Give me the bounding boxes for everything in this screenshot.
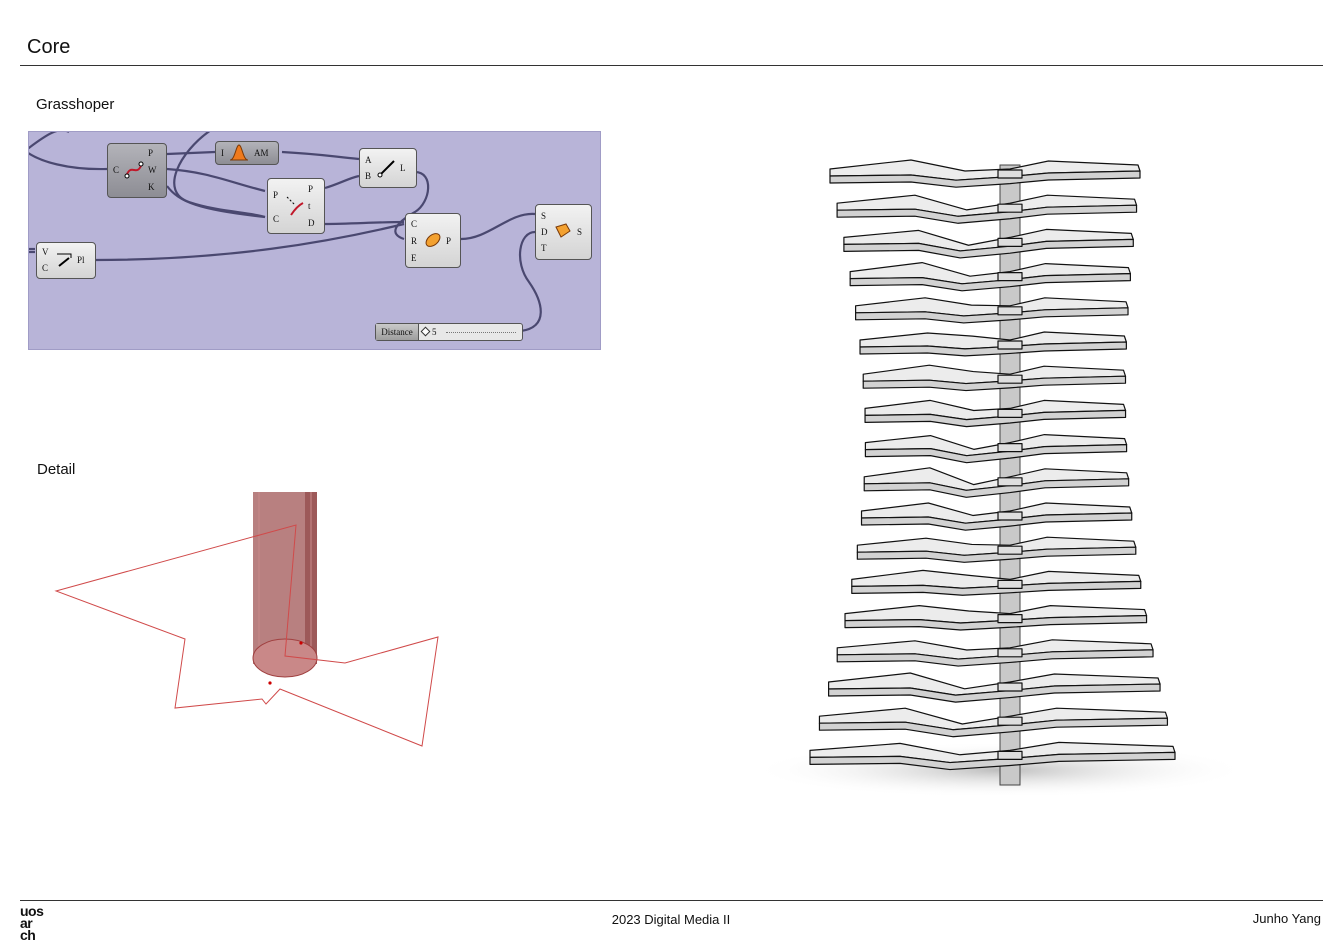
floor-slab-edge <box>860 512 1133 531</box>
detail-section-label: Detail <box>37 461 76 478</box>
node-closest-input-c: C <box>273 214 280 224</box>
distance-slider-label: Distance <box>376 324 419 340</box>
floor-slab-edge <box>836 204 1138 224</box>
core-slab-collar <box>997 682 1023 692</box>
extrude-icon <box>555 223 571 238</box>
floor-slab-edge <box>864 444 1128 464</box>
floor-slab-edge <box>849 273 1131 292</box>
detail-core-view <box>54 492 439 747</box>
node-plane-input-v: V <box>42 247 49 257</box>
slider-knob-icon[interactable] <box>420 326 431 337</box>
node-circle[interactable]: C R E P <box>405 213 461 268</box>
footer-course: 2023 Digital Media II <box>611 912 731 927</box>
node-divide-output-k: K <box>148 182 155 192</box>
footer-author: Junho Yang <box>1252 911 1321 926</box>
page-title: Core <box>27 36 71 58</box>
node-circle-output-p: P <box>446 236 452 246</box>
floor-slab-edge <box>863 478 1130 498</box>
node-scale-input-s: S <box>541 211 547 221</box>
core-slab-collar <box>997 614 1023 624</box>
node-closest-output-d: D <box>308 218 315 228</box>
logo-line-1: uos <box>20 903 44 919</box>
floor-slab-edge <box>818 717 1169 738</box>
floor-slab-edge <box>828 683 1161 703</box>
uos-arch-logo: uos ar ch <box>20 903 44 943</box>
core-slab-collar <box>997 237 1023 248</box>
node-scale-output-s: S <box>577 227 583 237</box>
node-plane[interactable]: V C Pl <box>36 242 96 279</box>
node-closest-output-p: P <box>308 184 314 194</box>
tower-render <box>750 159 1242 795</box>
core-slab-collar <box>997 271 1023 282</box>
logo-line-2: ar <box>20 915 33 931</box>
node-closest-output-t: t <box>308 201 311 211</box>
line-icon <box>377 160 395 178</box>
plane-icon <box>57 253 72 267</box>
floor-slab-edge <box>843 238 1134 259</box>
node-line[interactable]: A B L <box>359 148 417 188</box>
node-curve-closest-point[interactable]: P C P t D <box>267 178 325 234</box>
floor-slab-edge <box>829 170 1141 188</box>
floor-slab-edge <box>864 409 1127 428</box>
node-divide-output-w: W <box>148 165 157 175</box>
closest-point-icon <box>286 196 304 216</box>
node-closest-input-p: P <box>273 190 279 200</box>
node-plane-input-c: C <box>42 263 49 273</box>
core-slab-collar <box>997 374 1023 384</box>
floor-slab-edge <box>859 341 1127 357</box>
node-circle-input-r: R <box>411 236 418 246</box>
logo-line-3: ch <box>20 927 36 943</box>
core-slab-collar <box>997 203 1023 213</box>
node-line-input-b: B <box>365 171 372 181</box>
core-slab-collar <box>997 340 1023 350</box>
pipe-icon <box>425 233 441 247</box>
node-divide-output-p: P <box>148 148 154 158</box>
slider-track <box>446 332 516 333</box>
node-scale-input-t: T <box>541 243 547 253</box>
core-slab-collar <box>997 545 1023 555</box>
footer-divider <box>20 900 1323 901</box>
core-slab-collar <box>997 579 1023 589</box>
node-plane-output-pl: Pl <box>77 255 85 265</box>
node-gaussian-input-i: I <box>221 148 224 158</box>
node-divide-curve[interactable]: C P W K <box>107 143 167 198</box>
core-slab-collar <box>997 511 1023 521</box>
core-slab-collar <box>997 169 1023 179</box>
core-slab-collar <box>997 443 1023 453</box>
floor-slab-edge <box>809 751 1176 771</box>
floor-slab-edge <box>862 375 1127 392</box>
floor-slab-edge <box>836 649 1154 667</box>
core-slab-collar <box>997 750 1023 761</box>
distance-slider-value: 5 <box>432 327 437 337</box>
distance-slider[interactable]: Distance 5 <box>375 323 523 341</box>
node-line-output-l: L <box>400 163 406 173</box>
grasshopper-canvas[interactable]: C P W K I AM A B L P C P t D C R E P S D… <box>28 131 601 350</box>
floor-slab-edge <box>855 307 1129 324</box>
node-circle-input-e: E <box>411 253 417 263</box>
core-slab-collar <box>997 408 1023 418</box>
bell-curve-icon <box>229 144 249 161</box>
node-scale-input-d: D <box>541 227 548 237</box>
core-slab-collar <box>997 477 1023 487</box>
floor-slab-edge <box>851 580 1142 596</box>
floor-slab-edge <box>856 546 1137 563</box>
core-slab-collar <box>997 648 1023 658</box>
node-circle-input-c: C <box>411 219 418 229</box>
wires <box>29 132 542 333</box>
header-divider <box>20 65 1323 66</box>
node-line-input-a: A <box>365 155 372 165</box>
grasshopper-section-label: Grasshoper <box>36 96 115 113</box>
node-gaussian-output-am: AM <box>254 148 269 158</box>
node-divide-input-c: C <box>113 165 120 175</box>
floor-slab-edge <box>844 615 1148 631</box>
divide-curve-icon <box>124 161 144 179</box>
core-slab-collar <box>997 306 1023 316</box>
node-scale[interactable]: S D T S <box>535 204 592 260</box>
node-gaussian[interactable]: I AM <box>215 141 279 165</box>
core-slab-collar <box>997 716 1023 726</box>
